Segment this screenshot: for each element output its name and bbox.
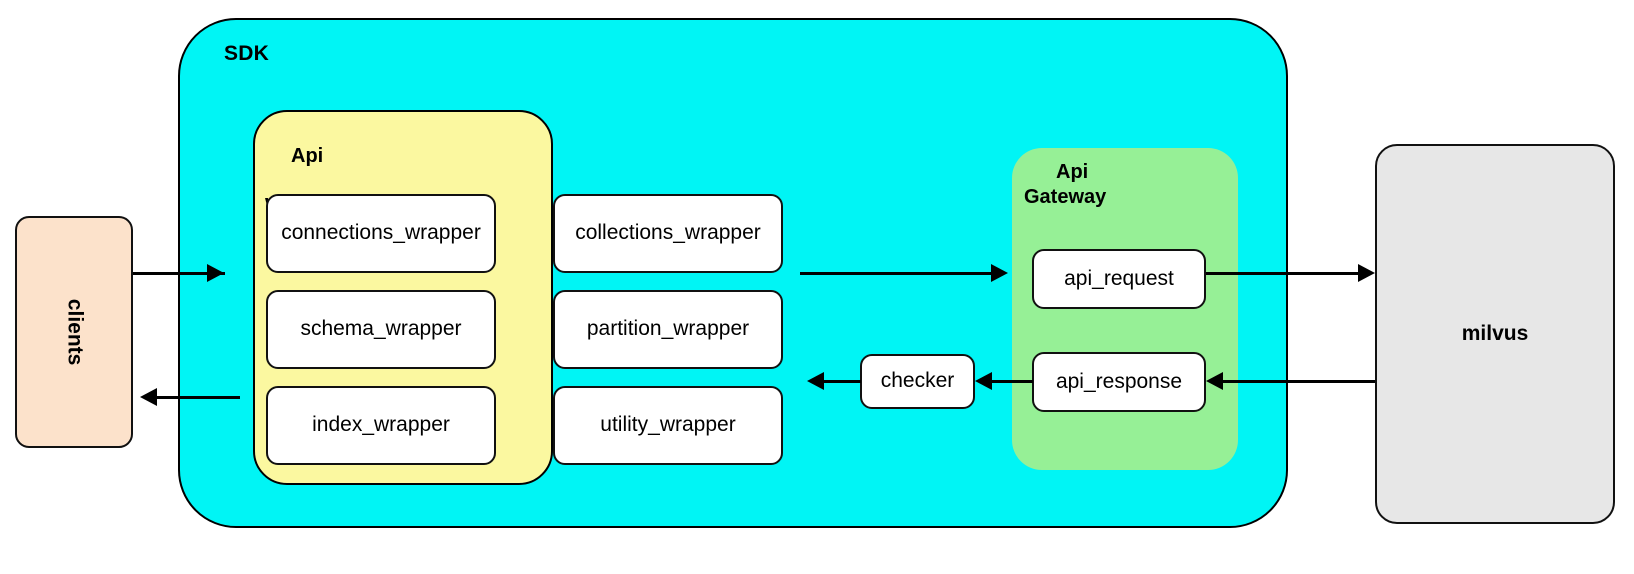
milvus-label: milvus (1461, 321, 1529, 345)
arrow-wrapper-to-gateway-head (991, 264, 1008, 282)
arrow-checker-to-wrapper-head (807, 372, 824, 390)
module-schema-wrapper[interactable]: schema_wrapper (266, 290, 496, 369)
module-partition-wrapper[interactable]: partition_wrapper (553, 290, 783, 369)
module-collections-wrapper[interactable]: collections_wrapper (553, 194, 783, 273)
arrow-wrapper-to-clients-head (140, 388, 157, 406)
module-utility-wrapper[interactable]: utility_wrapper (553, 386, 783, 465)
milvus-node[interactable]: milvus (1375, 144, 1615, 524)
arrow-response-to-checker-head (975, 372, 992, 390)
arrow-milvus-to-response-line (1215, 380, 1375, 383)
api-wrapper-label-line1: Api (291, 145, 324, 167)
arrow-clients-to-wrapper-head (207, 264, 224, 282)
clients-label: clients (63, 298, 87, 366)
module-connections-wrapper[interactable]: connections_wrapper (266, 194, 496, 273)
arrow-milvus-to-response-head (1206, 372, 1223, 390)
clients-node[interactable]: clients (15, 216, 133, 448)
api-gateway-label-line1: Api (1056, 161, 1089, 183)
module-api-response[interactable]: api_response (1032, 352, 1206, 412)
api-gateway-label: Api Gateway (1024, 160, 1106, 210)
arrow-request-to-milvus-head (1358, 264, 1375, 282)
arrow-clients-to-wrapper-line (133, 272, 225, 275)
sdk-label: SDK (224, 42, 269, 65)
checker-node[interactable]: checker (860, 354, 975, 409)
api-gateway-label-line2: Gateway (1024, 186, 1107, 208)
arrow-checker-to-wrapper-line (823, 380, 861, 383)
api-gateway-container: Api Gateway (1012, 148, 1238, 470)
arrow-wrapper-to-gateway-line (800, 272, 994, 275)
arrow-response-to-checker-line (988, 380, 1033, 383)
arrow-wrapper-to-clients-line (155, 396, 240, 399)
module-index-wrapper[interactable]: index_wrapper (266, 386, 496, 465)
module-api-request[interactable]: api_request (1032, 249, 1206, 309)
arrow-request-to-milvus-line (1206, 272, 1369, 275)
